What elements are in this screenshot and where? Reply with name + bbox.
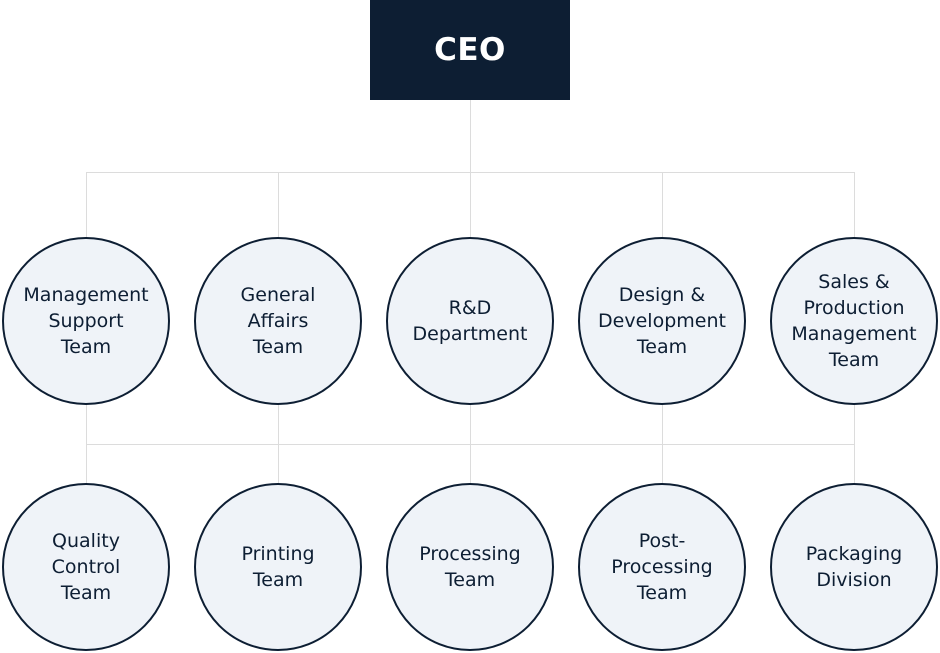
node-label-line: Team xyxy=(636,336,688,358)
node-label-line: Team xyxy=(252,569,304,591)
node-label-line: Team xyxy=(60,582,112,604)
node-label-line: Team xyxy=(60,336,112,358)
row1-drop-line-4 xyxy=(662,172,663,237)
row2-drop-line-1 xyxy=(86,444,87,483)
node-label-line: Support xyxy=(48,310,124,332)
node-label-line: Sales & xyxy=(818,271,890,293)
node-label-line: Management xyxy=(791,323,917,345)
node-label-line: Department xyxy=(412,323,528,345)
node-label-line: Management xyxy=(23,284,149,306)
node-label-line: Processing xyxy=(419,543,521,565)
ceo-label: CEO xyxy=(434,32,506,68)
row1-rise-line-3 xyxy=(470,405,471,444)
row1-rise-line-1 xyxy=(86,405,87,444)
node-label-line: Processing xyxy=(611,556,713,578)
node-label-line: R&D xyxy=(448,297,492,319)
node-label-line: Team xyxy=(828,349,880,371)
node-label-line: Post- xyxy=(638,530,686,552)
row1-drop-line-5 xyxy=(854,172,855,237)
row1-node-3: R&D Department xyxy=(386,237,554,405)
row2-drop-line-4 xyxy=(662,444,663,483)
node-label-line: Control xyxy=(51,556,121,578)
node-label-line: Production xyxy=(803,297,905,319)
node-label-line: Packaging xyxy=(805,543,903,565)
node-label-line: Division xyxy=(816,569,892,591)
ceo-connector xyxy=(470,100,471,172)
row1-drop-line-2 xyxy=(278,172,279,237)
row2-drop-line-5 xyxy=(854,444,855,483)
node-label: R&D Department xyxy=(413,295,528,347)
ceo-box: CEO xyxy=(370,0,570,100)
node-label-line: General xyxy=(240,284,316,306)
row1-drop-line-1 xyxy=(86,172,87,237)
row1-rise-line-5 xyxy=(854,405,855,444)
node-label-line: Affairs xyxy=(247,310,309,332)
row2-drop-line-2 xyxy=(278,444,279,483)
node-label-line: Development xyxy=(598,310,726,332)
row1-rise-line-4 xyxy=(662,405,663,444)
row1-drop-line-3 xyxy=(470,172,471,237)
row2-drop-line-3 xyxy=(470,444,471,483)
node-label-line: Team xyxy=(444,569,496,591)
node-label-line: Team xyxy=(636,582,688,604)
node-label-line: Printing xyxy=(241,543,315,565)
row1-rise-line-2 xyxy=(278,405,279,444)
node-label-line: Team xyxy=(252,336,304,358)
node-label-line: Quality xyxy=(52,530,120,552)
node-label-line: Design & xyxy=(618,284,706,306)
